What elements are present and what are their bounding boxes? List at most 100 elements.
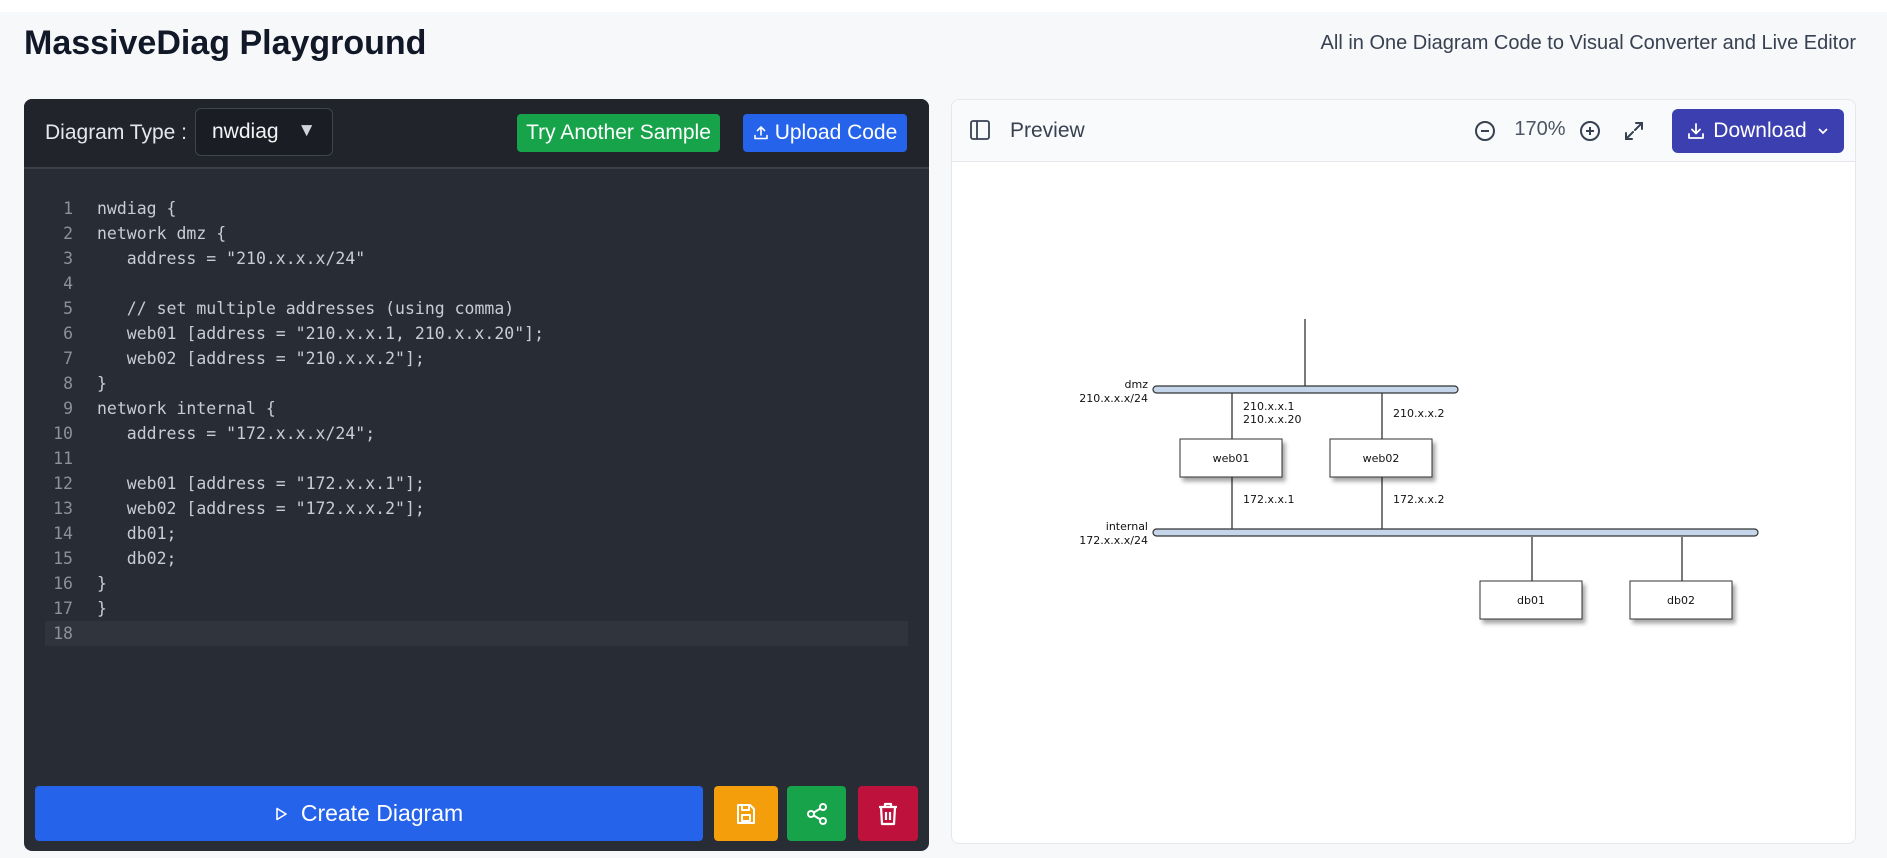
upload-code-button[interactable]: Upload Code xyxy=(743,114,907,152)
line-number: 11 xyxy=(53,449,73,468)
node-label: db02 xyxy=(1667,594,1695,607)
line-number: 17 xyxy=(53,599,73,618)
code-line[interactable]: 3 address = "210.x.x.x/24" xyxy=(45,246,908,271)
diagram-type-select[interactable]: nwdiag ▼ xyxy=(195,108,333,156)
zoom-in-icon[interactable] xyxy=(1578,119,1602,143)
network-name-dmz: dmz xyxy=(1125,378,1149,391)
node-label: web01 xyxy=(1213,452,1250,465)
code-line[interactable]: 1 nwdiag { xyxy=(45,196,908,221)
code-text: web02 [address = "172.x.x.2"]; xyxy=(97,499,425,518)
download-label: Download xyxy=(1713,119,1807,142)
code-text: db01; xyxy=(97,524,177,543)
play-icon xyxy=(276,807,287,820)
node-label: web02 xyxy=(1363,452,1400,465)
share-icon xyxy=(806,802,827,825)
code-text: network dmz { xyxy=(97,224,227,243)
diagram-canvas: dmz 210.x.x.x/24 internal 172.x.x.x/24 2… xyxy=(952,162,1855,843)
code-line[interactable]: 15 db02; xyxy=(45,546,908,571)
save-icon xyxy=(737,803,755,824)
app-subtitle: All in One Diagram Code to Visual Conver… xyxy=(1320,32,1856,54)
editor-panel: Diagram Type : nwdiag ▼ Try Another Samp… xyxy=(24,99,929,851)
network-address-internal: 172.x.x.x/24 xyxy=(1079,534,1148,547)
delete-button[interactable] xyxy=(858,786,918,841)
share-button[interactable] xyxy=(787,786,846,841)
network-bar-internal xyxy=(1152,528,1759,537)
chevron-down-icon xyxy=(1818,128,1828,135)
try-another-sample-label: Try Another Sample xyxy=(526,121,711,144)
line-number: 14 xyxy=(53,524,73,543)
download-button[interactable]: Download xyxy=(1672,109,1844,153)
node-web01: web01 xyxy=(1179,438,1283,478)
code-line[interactable]: 7 web02 [address = "210.x.x.2"]; xyxy=(45,346,908,371)
code-text: } xyxy=(97,599,107,618)
code-line[interactable]: 8} xyxy=(45,371,908,396)
address-label: 172.x.x.2 xyxy=(1393,493,1445,506)
create-diagram-button[interactable]: Create Diagram xyxy=(35,786,703,841)
line-number: 1 xyxy=(63,199,73,218)
download-icon xyxy=(1688,123,1705,139)
code-text: address = "172.x.x.x/24"; xyxy=(97,424,376,443)
network-address-dmz: 210.x.x.x/24 xyxy=(1079,392,1148,405)
line-number: 2 xyxy=(63,224,73,243)
zoom-out-icon[interactable] xyxy=(1473,119,1497,143)
code-line[interactable]: 6 web01 [address = "210.x.x.1, 210.x.x.2… xyxy=(45,321,908,346)
caret-down-icon: ▼ xyxy=(297,120,316,141)
save-button[interactable] xyxy=(714,786,778,841)
code-line[interactable]: 16} xyxy=(45,571,908,596)
connection-lines xyxy=(1231,319,1683,581)
line-number: 16 xyxy=(53,574,73,593)
node-web02: web02 xyxy=(1329,438,1433,478)
line-number: 5 xyxy=(63,299,73,318)
editor-toolbar: Diagram Type : nwdiag ▼ Try Another Samp… xyxy=(24,99,929,169)
address-label: 210.x.x.20 xyxy=(1243,413,1302,426)
code-line[interactable]: 5 // set multiple addresses (using comma… xyxy=(45,296,908,321)
diagram-type-value: nwdiag xyxy=(212,120,279,143)
line-number: 13 xyxy=(53,499,73,518)
code-line[interactable]: 13 web02 [address = "172.x.x.2"]; xyxy=(45,496,908,521)
node-label: db01 xyxy=(1517,594,1545,607)
trash-icon xyxy=(879,802,897,825)
code-line[interactable]: 11 xyxy=(45,446,908,471)
code-text: network internal { xyxy=(97,399,276,418)
code-line[interactable]: 12 web01 [address = "172.x.x.1"]; xyxy=(45,471,908,496)
node-db02: db02 xyxy=(1629,580,1733,620)
line-number: 9 xyxy=(63,399,73,418)
code-text: } xyxy=(97,374,107,393)
line-number: 4 xyxy=(63,274,73,293)
network-diagram: dmz 210.x.x.x/24 internal 172.x.x.x/24 2… xyxy=(1079,319,1759,620)
code-text: web01 [address = "210.x.x.1, 210.x.x.20"… xyxy=(97,324,545,343)
node-db01: db01 xyxy=(1479,580,1583,620)
zoom-level: 170% xyxy=(1514,118,1566,140)
code-text: } xyxy=(97,574,107,593)
upload-code-label: Upload Code xyxy=(774,121,898,144)
code-line[interactable]: 18 xyxy=(45,621,908,646)
preview-panel: Preview 170% Download xyxy=(951,99,1856,844)
preview-title: Preview xyxy=(1010,119,1085,142)
address-label: 210.x.x.2 xyxy=(1393,407,1445,420)
address-label: 172.x.x.1 xyxy=(1243,493,1295,506)
code-line[interactable]: 14 db01; xyxy=(45,521,908,546)
line-number: 15 xyxy=(53,549,73,568)
top-strip xyxy=(0,0,1887,12)
preview-header: Preview 170% Download xyxy=(952,100,1855,162)
code-line[interactable]: 2 network dmz { xyxy=(45,221,908,246)
code-text: address = "210.x.x.x/24" xyxy=(97,249,366,268)
address-label: 210.x.x.1 xyxy=(1243,400,1295,413)
fullscreen-icon[interactable] xyxy=(1622,119,1646,143)
line-number: 7 xyxy=(63,349,73,368)
code-line[interactable]: 9 network internal { xyxy=(45,396,908,421)
network-bar-dmz xyxy=(1152,385,1459,394)
code-line[interactable]: 17} xyxy=(45,596,908,621)
code-text: nwdiag { xyxy=(97,199,177,218)
try-another-sample-button[interactable]: Try Another Sample xyxy=(517,114,720,152)
code-line[interactable]: 4 xyxy=(45,271,908,296)
code-text: // set multiple addresses (using comma) xyxy=(97,299,515,318)
code-editor[interactable]: 1 nwdiag { 2 network dmz { 3 address = "210.… xyxy=(45,196,908,666)
code-text: web02 [address = "210.x.x.2"]; xyxy=(97,349,425,368)
code-line[interactable]: 10 address = "172.x.x.x/24"; xyxy=(45,421,908,446)
app-title: MassiveDiag Playground xyxy=(24,24,427,62)
line-number: 3 xyxy=(63,249,73,268)
line-number: 12 xyxy=(53,474,73,493)
sidebar-toggle-icon[interactable] xyxy=(969,119,991,141)
line-number: 18 xyxy=(53,624,73,643)
